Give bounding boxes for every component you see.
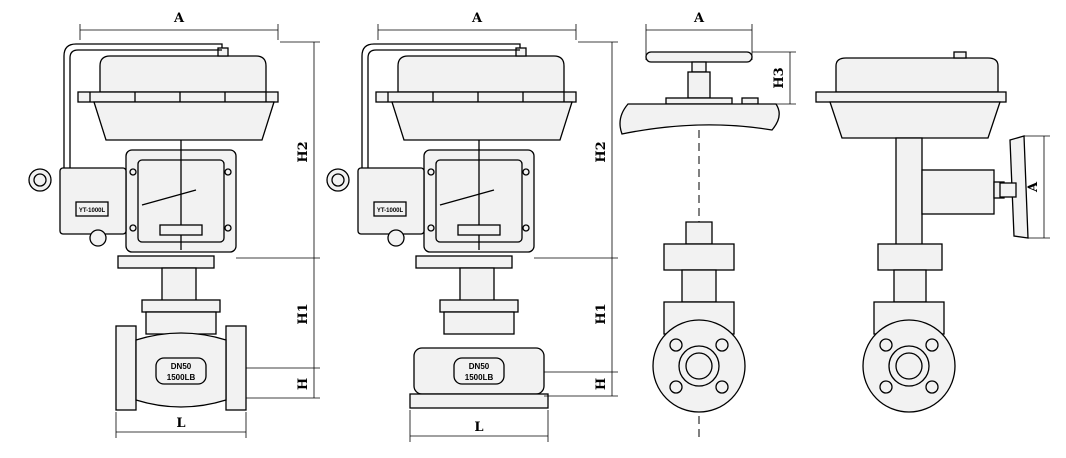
nameplate-size-2: DN50	[469, 362, 490, 371]
diaphragm-actuator-2	[375, 47, 577, 141]
view-welded-valve: A YT-1000L	[326, 11, 618, 442]
valve-body-welded: DN50 1500LB	[409, 347, 549, 409]
dim-h3-label: H3	[772, 67, 787, 88]
dim-a-label-4: A	[1026, 181, 1041, 193]
positioner-tag: YT-1000L	[79, 208, 106, 214]
view-flanged-valve: A YT-1000L	[28, 11, 320, 438]
view-handwheel-top: A H3	[619, 11, 796, 440]
positioner-2: YT-1000L	[326, 167, 425, 247]
dim-h1-label: H1	[296, 303, 311, 324]
nameplate-rating-2: 1500LB	[465, 373, 494, 382]
view-handwheel-side: A	[815, 51, 1050, 413]
flange-side-view	[862, 243, 956, 413]
valve-body-flanged: DN50 1500LB	[115, 325, 247, 411]
dim-h-label-2: H	[594, 378, 609, 390]
dim-a-label-3: A	[693, 11, 705, 26]
dim-a-label: A	[173, 11, 185, 26]
dim-l-label: L	[176, 416, 185, 431]
dim-h1-label-2: H1	[594, 303, 609, 324]
nameplate-rating: 1500LB	[167, 373, 196, 382]
handwheel	[619, 51, 780, 135]
dim-h2-label: H2	[296, 141, 311, 162]
nameplate-size: DN50	[171, 362, 192, 371]
positioner: YT-1000L	[28, 167, 127, 247]
yoke-2	[423, 140, 535, 253]
dim-h-label: H	[296, 378, 311, 390]
dim-a-label-2: A	[471, 11, 483, 26]
side-handwheel	[999, 135, 1029, 239]
diaphragm-actuator-4	[815, 51, 1007, 139]
positioner-tag-2: YT-1000L	[377, 208, 404, 214]
dim-l-label-2: L	[474, 420, 483, 435]
flange-front-view	[652, 221, 746, 413]
dim-h2-label-2: H2	[594, 141, 609, 162]
diaphragm-actuator	[77, 47, 279, 141]
yoke	[125, 140, 237, 253]
